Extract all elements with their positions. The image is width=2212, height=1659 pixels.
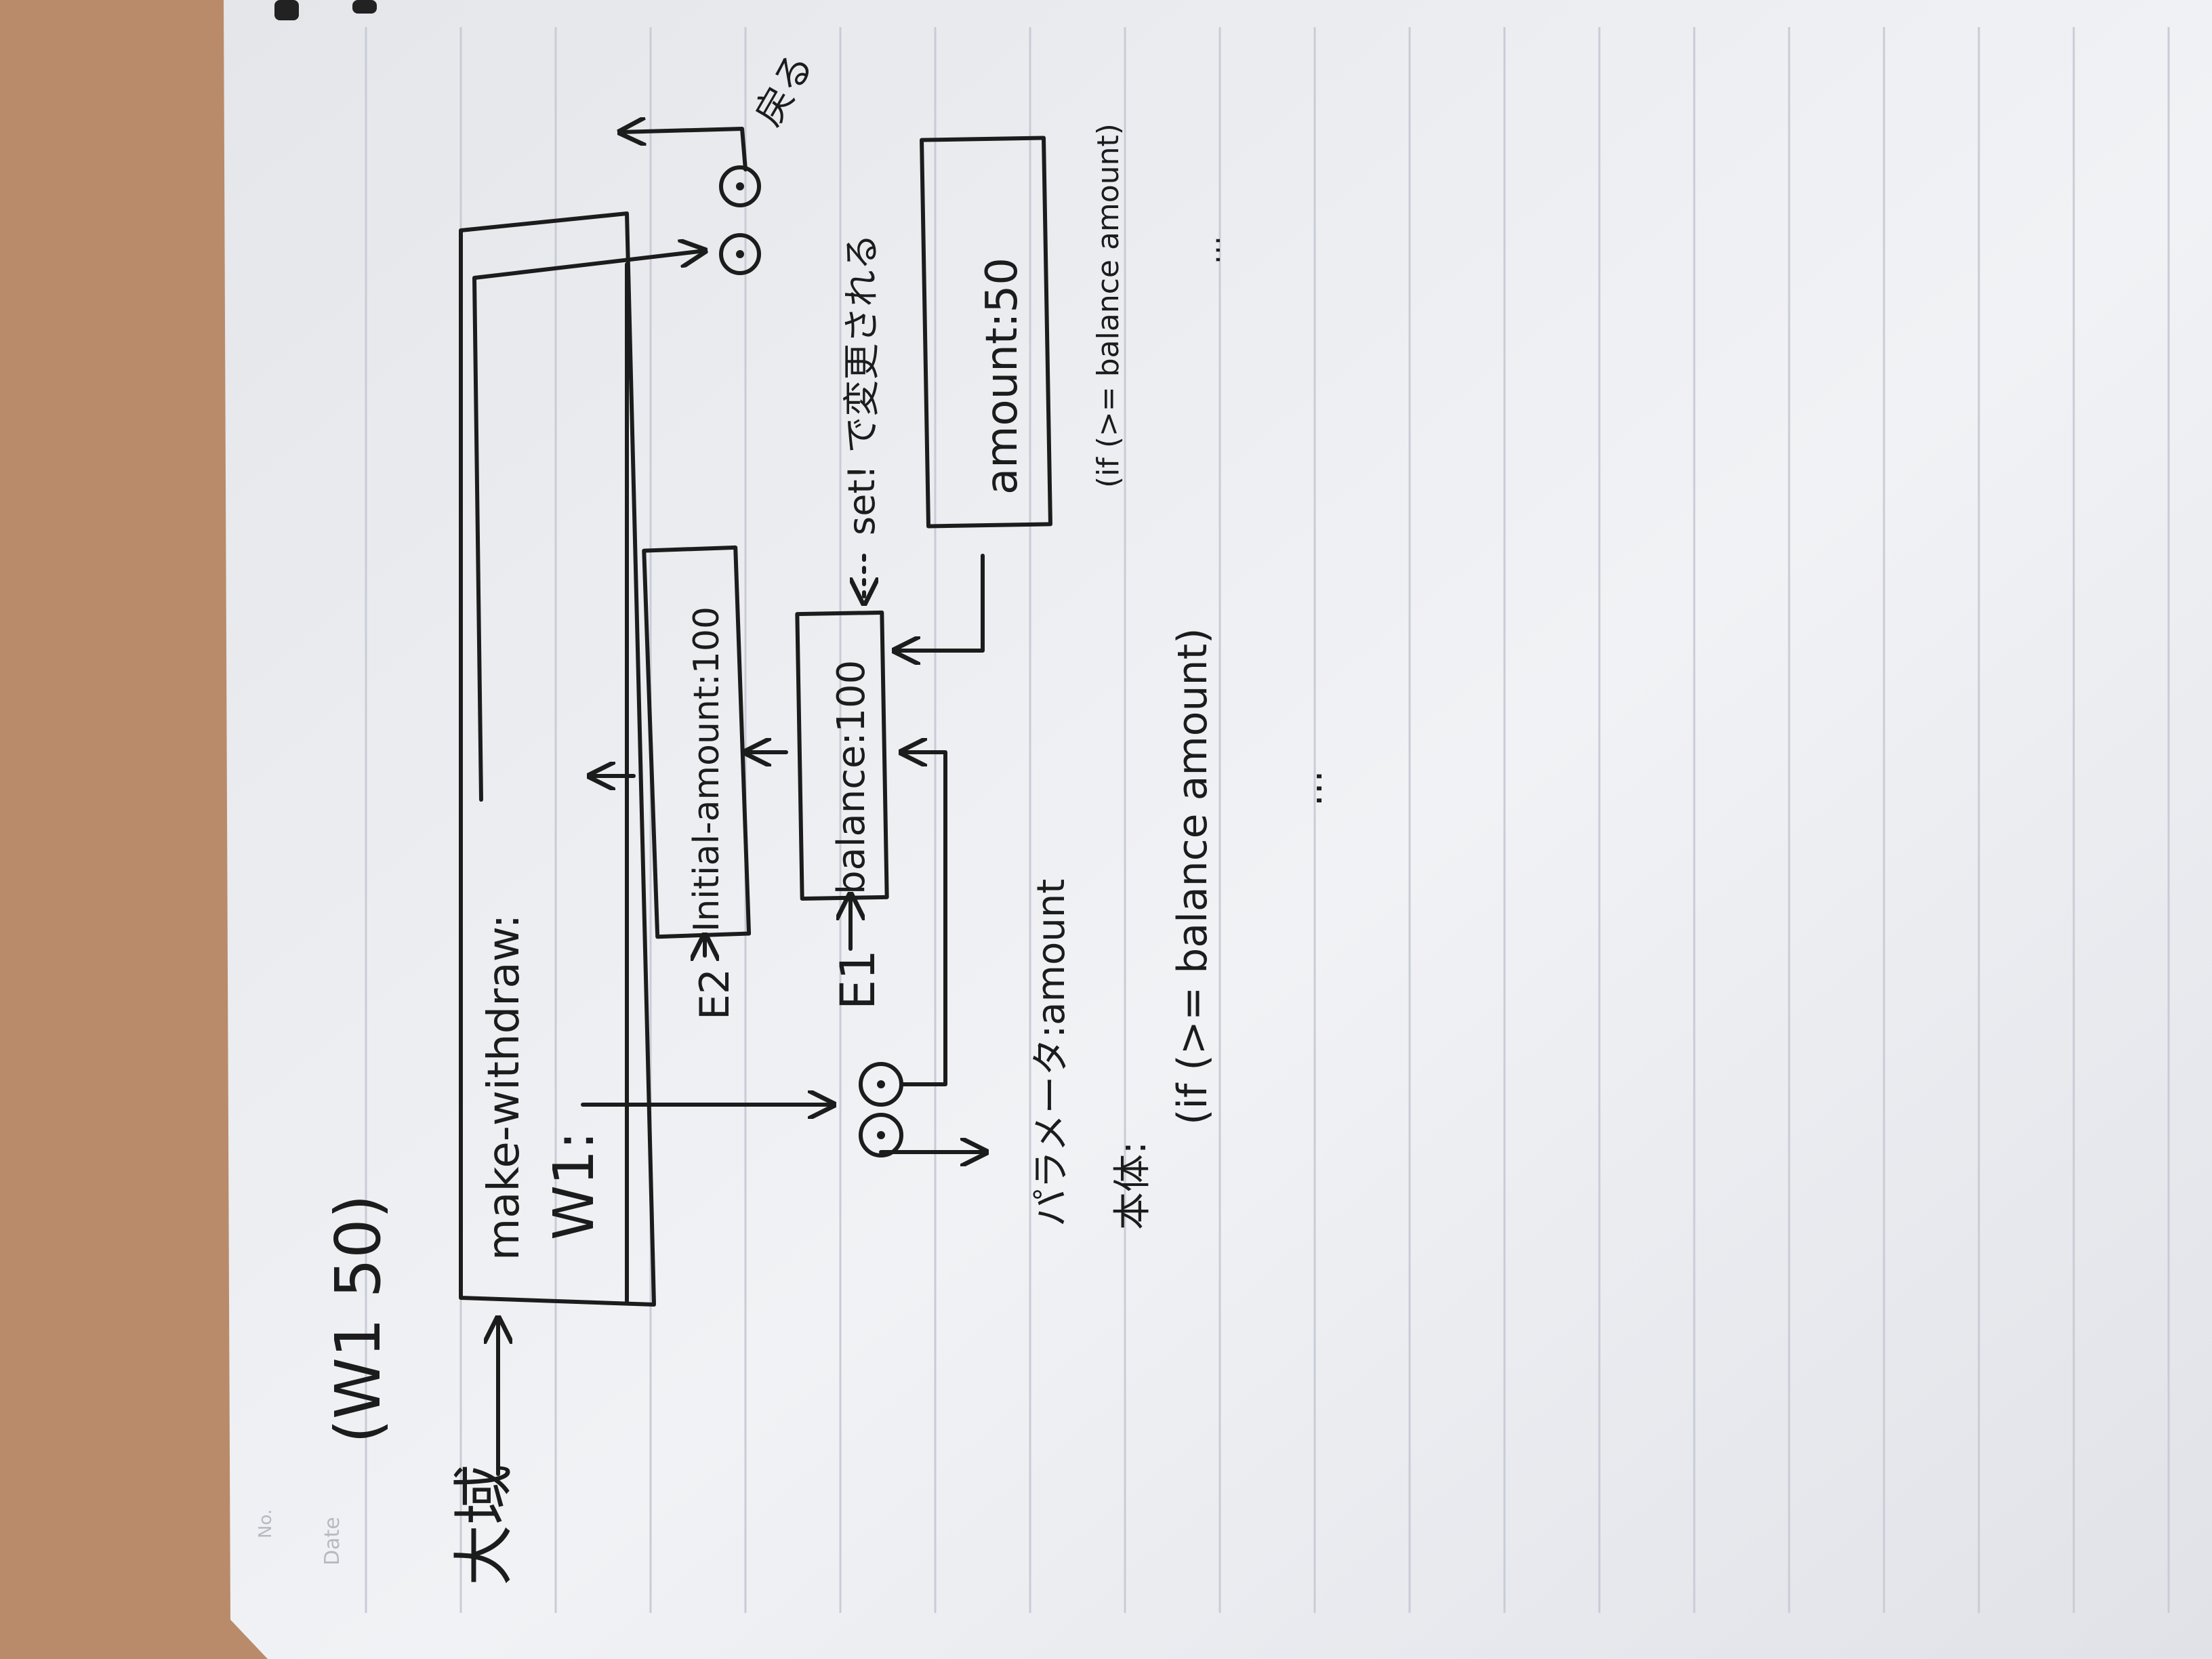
w1-procedure-env-pointer bbox=[901, 752, 947, 1086]
procedure-object-top-circle-1 bbox=[719, 165, 761, 207]
w1-procedure-circle-2 bbox=[859, 1113, 903, 1158]
binding-hole bbox=[352, 0, 377, 14]
procedure-dot bbox=[877, 1080, 885, 1088]
binding-hole bbox=[274, 0, 299, 20]
procedure-dot bbox=[736, 250, 744, 258]
body-label: 本体: bbox=[1111, 1141, 1155, 1230]
expression-title: (W1 50) bbox=[322, 1194, 394, 1443]
set-note: set! で変更される bbox=[840, 234, 883, 535]
new-frame-ellipsis: ... bbox=[1193, 236, 1227, 264]
body-code: (if (>= balance amount) bbox=[1169, 628, 1216, 1125]
body-ellipsis: ... bbox=[1287, 771, 1331, 806]
binding-make-withdraw: make-withdraw: bbox=[479, 914, 529, 1261]
page-label-no: No. bbox=[255, 1509, 276, 1538]
ruled-lines bbox=[365, 27, 2170, 1613]
page-label-date: Date bbox=[321, 1517, 344, 1565]
global-env-label: 大域 bbox=[449, 1464, 520, 1586]
make-withdraw-pointer bbox=[472, 251, 705, 802]
new-frame-binding: amount:50 bbox=[977, 258, 1027, 495]
notebook-page bbox=[224, 0, 2212, 1659]
params-line: パラメータ:amount bbox=[1029, 879, 1073, 1227]
global-env-frame bbox=[459, 211, 656, 1307]
new-frame bbox=[920, 136, 1052, 529]
new-frame-body-condition: (if (>= balance amount) bbox=[1091, 123, 1126, 488]
procedure-env-pointer bbox=[620, 129, 747, 171]
procedure-dot bbox=[877, 1131, 885, 1139]
binding-w1: W1: bbox=[542, 1131, 607, 1240]
e1-binding: balance:100 bbox=[830, 660, 874, 895]
e2-label: E2 bbox=[691, 968, 739, 1020]
new-frame-env-pointer bbox=[895, 554, 985, 651]
e2-binding: Initial-amount:100 bbox=[687, 607, 727, 932]
procedure-object-top-circle-2 bbox=[719, 233, 761, 275]
e1-label: E1 bbox=[830, 949, 886, 1010]
procedure-dot bbox=[736, 182, 744, 190]
